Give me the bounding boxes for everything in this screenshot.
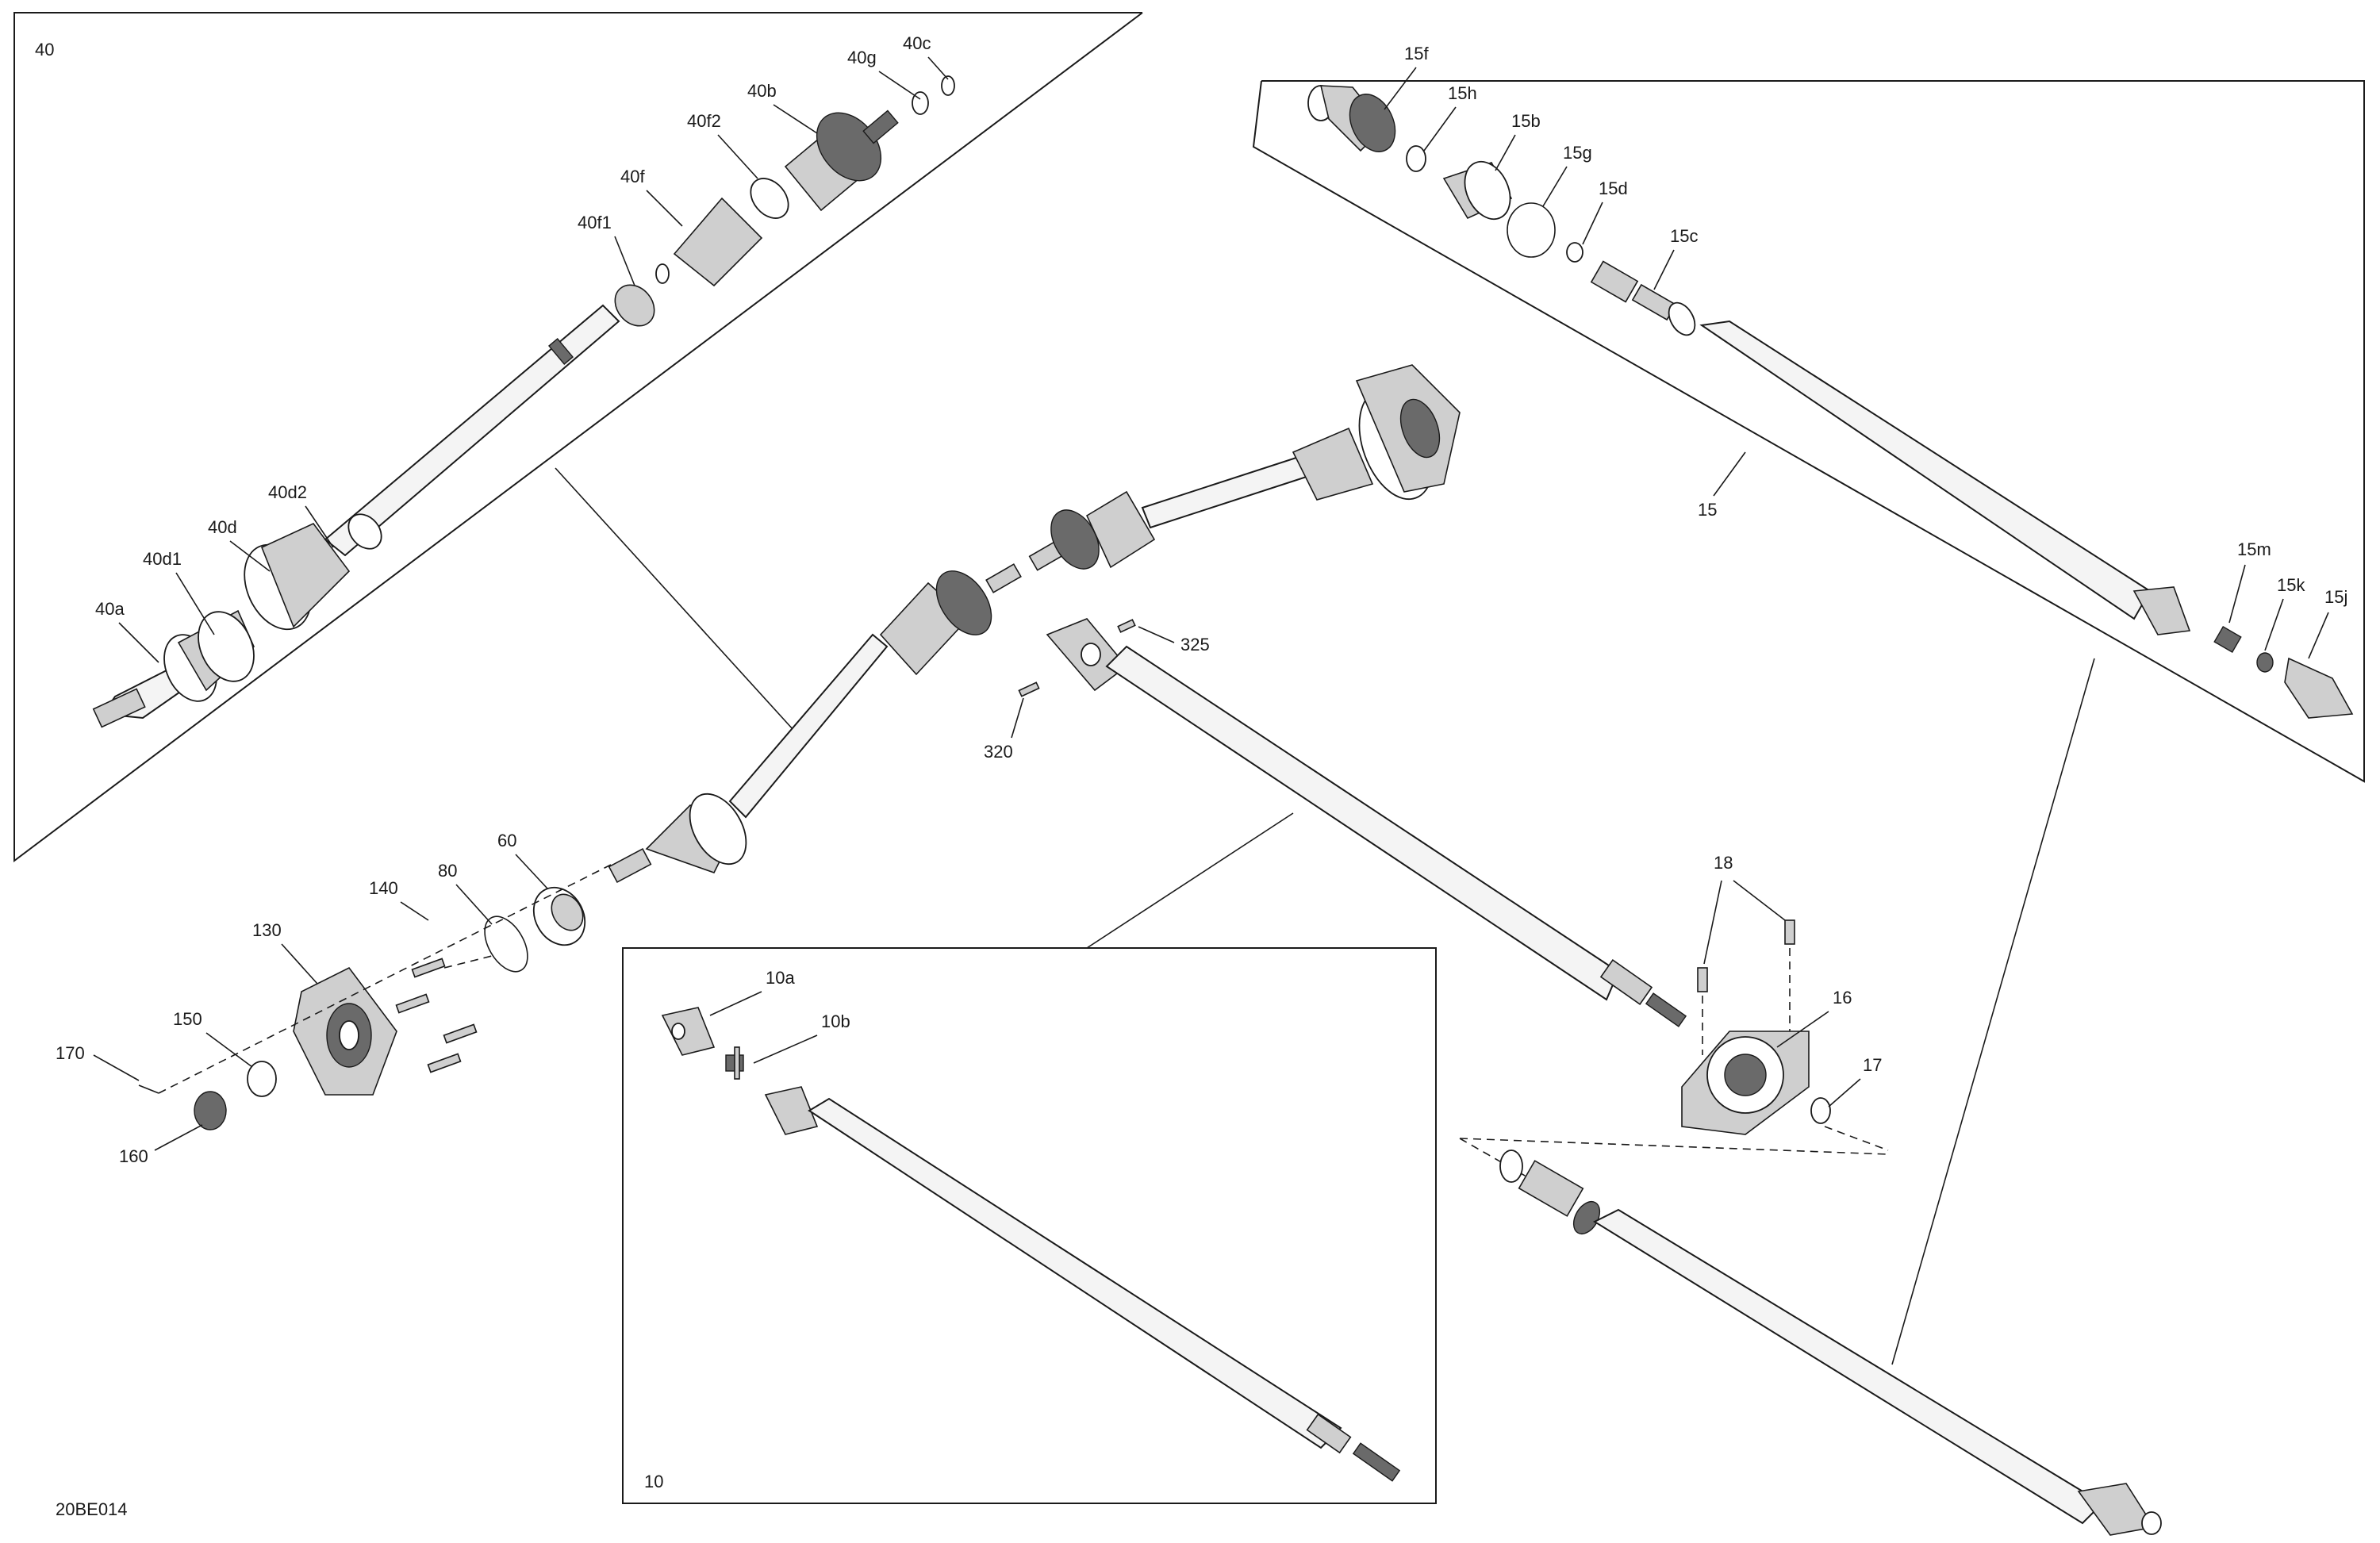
callout-10a: 10a (766, 968, 795, 988)
callout-40f: 40f (620, 167, 645, 186)
callout-40d1: 40d1 (143, 549, 182, 569)
callout-160: 160 (119, 1146, 148, 1166)
callout-40f2: 40f2 (687, 111, 721, 131)
callout-15b: 15b (1511, 111, 1541, 131)
hub-assembly (138, 864, 612, 1130)
drawing-id: 20BE014 (56, 1499, 128, 1519)
callout-80: 80 (438, 861, 457, 881)
callout-15m: 15m (2237, 539, 2271, 559)
section-10-frame (622, 947, 1437, 1504)
callout-325: 325 (1180, 635, 1210, 654)
callout-15c: 15c (1670, 226, 1698, 246)
callout-40d2: 40d2 (268, 482, 307, 502)
main-axle-labels: 60 80 140 130 150 170 160 (56, 831, 548, 1166)
section-40-number: 40 (35, 40, 54, 59)
callout-140: 140 (369, 878, 398, 898)
propshaft-lower (1499, 1150, 2162, 1536)
section-40-frame (13, 12, 1143, 863)
callout-40d: 40d (208, 517, 237, 537)
callout-40a: 40a (95, 599, 125, 619)
middle-labels: 325 320 18 16 17 (984, 626, 1882, 1107)
callout-15j: 15j (2324, 587, 2347, 607)
callout-320: 320 (984, 742, 1013, 762)
connector-lines (555, 467, 2095, 1365)
section-10-number: 10 (644, 1472, 663, 1491)
callout-60: 60 (497, 831, 516, 850)
propshaft-15 (1307, 85, 2354, 719)
main-axle (608, 364, 1461, 884)
callout-10b: 10b (821, 1011, 850, 1031)
section-15-frame (1252, 80, 2365, 783)
axle-40-shaft (92, 75, 955, 728)
callout-15g: 15g (1563, 143, 1592, 163)
callout-150: 150 (173, 1009, 202, 1029)
section-15-labels: 15f 15h 15b 15g 15d 15c 15 15m 15k 15j (1384, 44, 2347, 659)
propshaft-middle (1018, 618, 1687, 1027)
callout-40f1: 40f1 (578, 213, 612, 232)
callout-15h: 15h (1448, 83, 1477, 103)
callout-17: 17 (1863, 1055, 1882, 1075)
callout-15: 15 (1698, 500, 1717, 520)
callout-40c: 40c (903, 33, 931, 53)
callout-15k: 15k (2277, 575, 2305, 595)
callout-40g: 40g (847, 48, 877, 67)
section-40-labels: 40 40a 40d1 40d 40d2 40f1 40f 40f2 40b 4… (35, 33, 949, 663)
section-10-labels: 10 10a 10b (644, 968, 850, 1491)
callout-40b: 40b (747, 81, 777, 101)
callout-15d: 15d (1599, 178, 1628, 198)
callout-18: 18 (1714, 853, 1733, 873)
carrier-bearing (1459, 919, 1889, 1187)
callout-15f: 15f (1404, 44, 1429, 63)
callout-130: 130 (252, 920, 282, 940)
propshaft-10 (661, 1007, 1401, 1482)
callout-170: 170 (56, 1043, 85, 1063)
callout-16: 16 (1833, 988, 1852, 1008)
